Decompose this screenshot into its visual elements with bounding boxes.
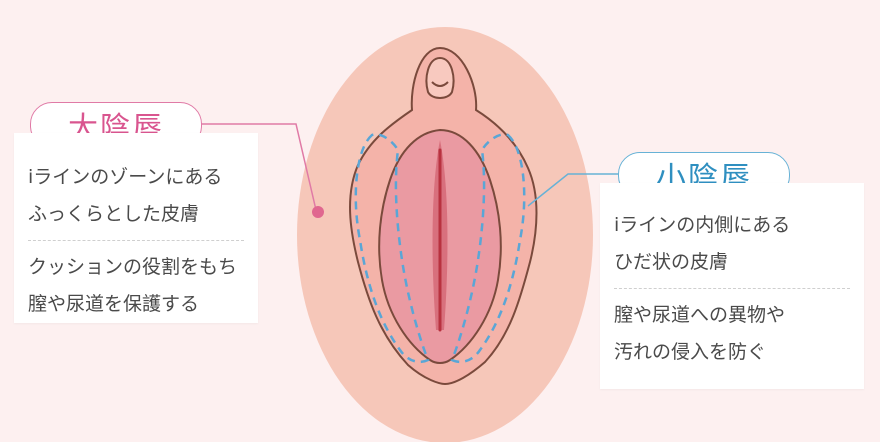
labia-minora-line-4: 汚れの侵入を防ぐ <box>614 341 767 363</box>
labia-minora-outline-left <box>354 133 430 364</box>
labia-minora-outline-right <box>450 133 526 364</box>
labia-majora-marker <box>312 206 324 218</box>
labia-minora-connector <box>527 173 618 207</box>
labia-majora-line-1: iラインのゾーンにある <box>28 166 223 188</box>
divider <box>28 240 244 241</box>
labia-majora-connector <box>200 123 317 211</box>
labia-minora-line-3: 膣や尿道への異物や <box>614 304 786 326</box>
labia-majora-line-3: クッションの役割をもち <box>28 256 238 278</box>
labia-minora-line-1: iラインの内側にある <box>614 214 791 236</box>
labia-minora-description: iラインの内側にある ひだ状の皮膚 膣や尿道への異物や 汚れの侵入を防ぐ <box>600 183 864 389</box>
hood-shape <box>425 56 455 99</box>
divider <box>614 288 850 289</box>
labia-majora-description: iラインのゾーンにある ふっくらとした皮膚 クッションの役割をもち 膣や尿道を保… <box>14 133 258 323</box>
labia-majora-line-4: 膣や尿道を保護する <box>28 293 200 315</box>
hood-curve <box>431 81 449 87</box>
labia-minora-line-2: ひだ状の皮膚 <box>614 251 729 273</box>
labia-majora-line-2: ふっくらとした皮膚 <box>28 203 200 225</box>
